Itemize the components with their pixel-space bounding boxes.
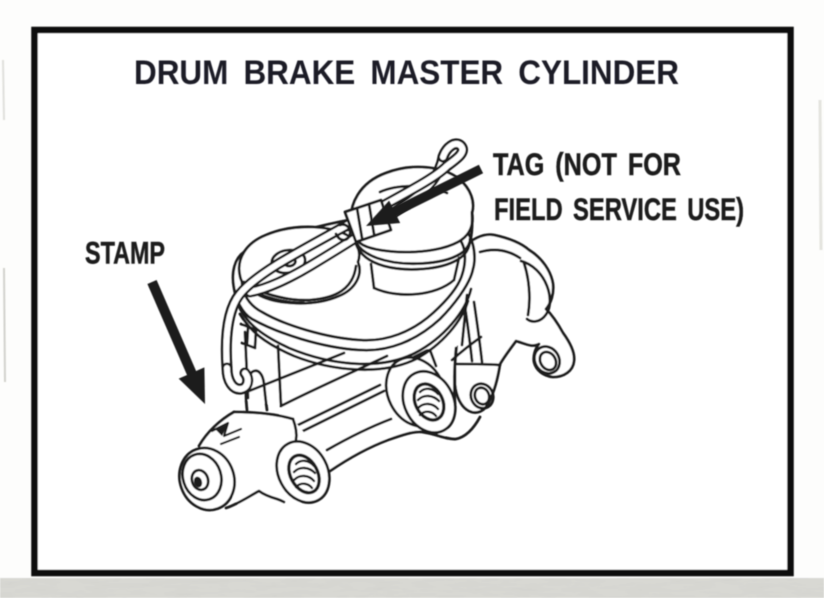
mounting-flange-detail-1 (478, 248, 522, 260)
reservoir-and-lid-detail-3 (276, 344, 283, 408)
bail-twist (334, 223, 352, 242)
stamp-arrow (147, 280, 205, 404)
front-outlet-fitting-detail-6 (224, 489, 286, 510)
bail-wire (220, 138, 468, 412)
front-outlet-fitting-detail-3 (197, 410, 236, 448)
lid-skirt (235, 287, 473, 366)
scan-left-edge-mark2 (2, 59, 5, 121)
front-outlet-fitting-detail-5 (193, 476, 203, 488)
center-port-threads (416, 387, 441, 418)
bail-hook-core (224, 365, 251, 393)
mounting-flange-detail-6 (473, 386, 491, 406)
left-dome-nub (270, 248, 307, 275)
front-outlet-fitting-detail-2 (232, 410, 295, 421)
master-cylinder-illustration (178, 138, 576, 512)
front-nose-hole (190, 468, 210, 492)
flange-upper-bolt-hole (533, 345, 561, 375)
scan-left-edge-mark (3, 267, 6, 383)
front-outlet-fitting (178, 410, 331, 512)
reservoir-and-lid-detail-4 (428, 348, 438, 368)
stamp-marks-detail-1 (210, 421, 243, 438)
stamp-marks-detail-3 (216, 424, 228, 436)
front-nose-tip (181, 452, 223, 502)
mounting-flange-detail-5 (538, 350, 558, 372)
mounting-flange-detail-4 (472, 300, 484, 364)
right-reservoir-cap-detail-1 (354, 237, 472, 271)
stamp-label: STAMP (85, 235, 165, 271)
tag-label-line2: FIELD SERVICE USE) (494, 191, 744, 227)
center-outlet-port (384, 356, 457, 435)
mounting-flange (453, 233, 576, 414)
cylinder-barrel-detail-2 (294, 383, 382, 428)
cylinder-barrel-detail-3 (297, 389, 386, 435)
right-reservoir-cap-detail-4 (372, 278, 456, 296)
front-outlet-fitting-detail-4 (291, 417, 298, 442)
scan-artifacts (0, 59, 824, 598)
tag-arrow (366, 164, 484, 226)
stamp-marks-detail-2 (219, 435, 241, 446)
reservoir-and-lid-detail-6 (279, 354, 389, 408)
reservoir-and-lid-detail-7 (238, 299, 470, 372)
scan-edge-strip-texture (0, 578, 824, 598)
tag-label-line1: TAG (NOT FOR (493, 146, 681, 182)
right-reservoir-cap-detail-2 (369, 262, 376, 290)
flange-boss-hump (519, 259, 552, 323)
flange-lower-ear-edge (454, 362, 502, 367)
scan-right-edge-mark (818, 99, 823, 251)
figure-title: DRUM BRAKE MASTER CYLINDER (134, 54, 679, 92)
front-port-thread-hole (287, 453, 321, 495)
tag-shape (334, 198, 393, 244)
tag-shape-detail-2 (367, 202, 376, 236)
annotation-arrows (147, 164, 484, 404)
bail-strand-a-core (223, 140, 466, 371)
cylinder-barrel-detail-4 (325, 417, 393, 452)
flange-lower-bolt-hole (469, 382, 495, 410)
right-reservoir-cap-detail-3 (452, 256, 461, 282)
tag-shape-detail-1 (355, 206, 364, 240)
barrel-bottom-contour (328, 415, 482, 473)
mounting-flange-detail-2 (522, 261, 531, 317)
stamp-marks (210, 421, 243, 446)
front-port-threads (292, 459, 317, 490)
barrel-end-edge (452, 346, 458, 406)
reservoir-and-lid-detail-8 (245, 325, 250, 347)
